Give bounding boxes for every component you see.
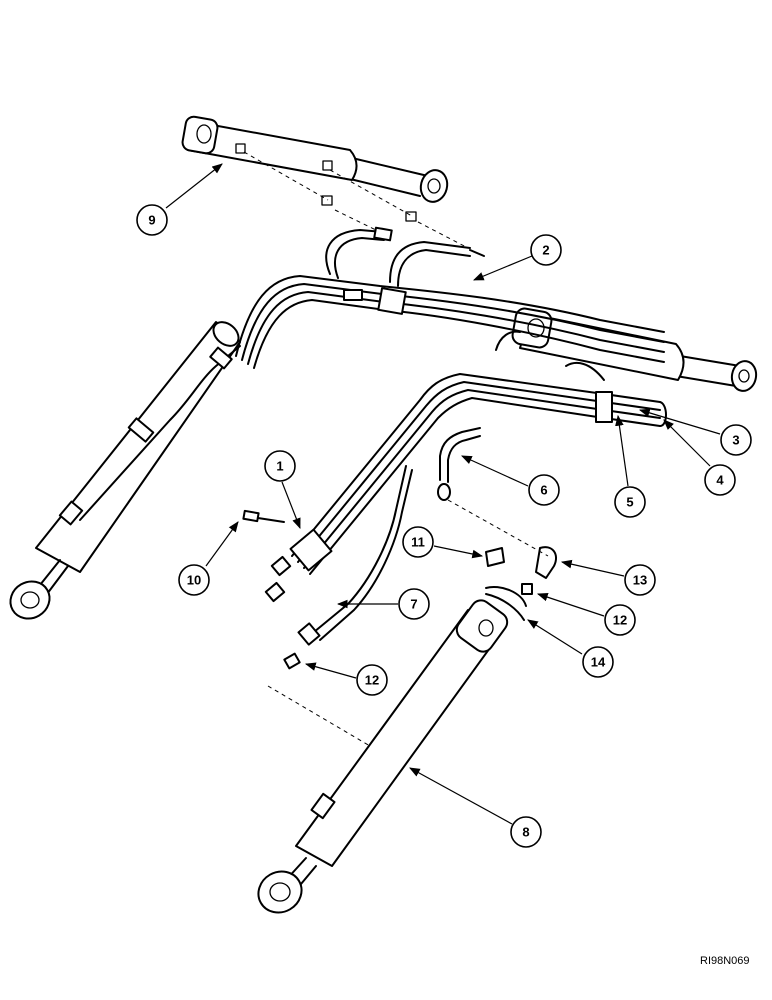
callout-5: 5 [614, 414, 646, 518]
callout-label: 12 [613, 613, 627, 628]
cylinder-top [181, 115, 469, 249]
callout-12-right: 12 [536, 592, 636, 636]
tube-assembly [264, 330, 667, 646]
callout-label: 8 [522, 825, 529, 840]
callout-label: 14 [591, 655, 606, 670]
callout-2: 2 [473, 234, 562, 281]
callout-12-bottom: 12 [304, 662, 388, 696]
loose-fittings [242, 499, 558, 670]
callout-label: 13 [633, 573, 647, 588]
callout-label: 2 [542, 243, 549, 258]
callout-label: 9 [148, 213, 155, 228]
callout-label: 10 [187, 573, 201, 588]
callout-7: 7 [336, 588, 430, 620]
callout-label: 11 [411, 535, 425, 550]
callout-label: 1 [276, 459, 283, 474]
cylinder-middle [511, 307, 758, 392]
callout-11: 11 [402, 526, 484, 559]
callout-8: 8 [409, 767, 542, 848]
reference-code: RI98N069 [700, 955, 750, 967]
callout-13: 13 [560, 559, 656, 596]
callout-14: 14 [527, 619, 614, 678]
callout-label: 6 [540, 483, 547, 498]
callout-9: 9 [136, 163, 223, 236]
cylinder-bottom [257, 599, 509, 914]
callout-label: 12 [365, 673, 379, 688]
callout-3: 3 [638, 408, 752, 456]
hose-bundle [235, 226, 665, 369]
callout-10: 10 [178, 521, 239, 596]
callout-1: 1 [264, 450, 301, 530]
callout-label: 3 [732, 433, 739, 448]
cylinder-left [9, 321, 241, 620]
callout-label: 4 [716, 473, 724, 488]
callout-label: 5 [626, 495, 633, 510]
callout-label: 7 [410, 597, 417, 612]
callout-4: 4 [663, 419, 736, 496]
callout-6: 6 [461, 455, 560, 506]
